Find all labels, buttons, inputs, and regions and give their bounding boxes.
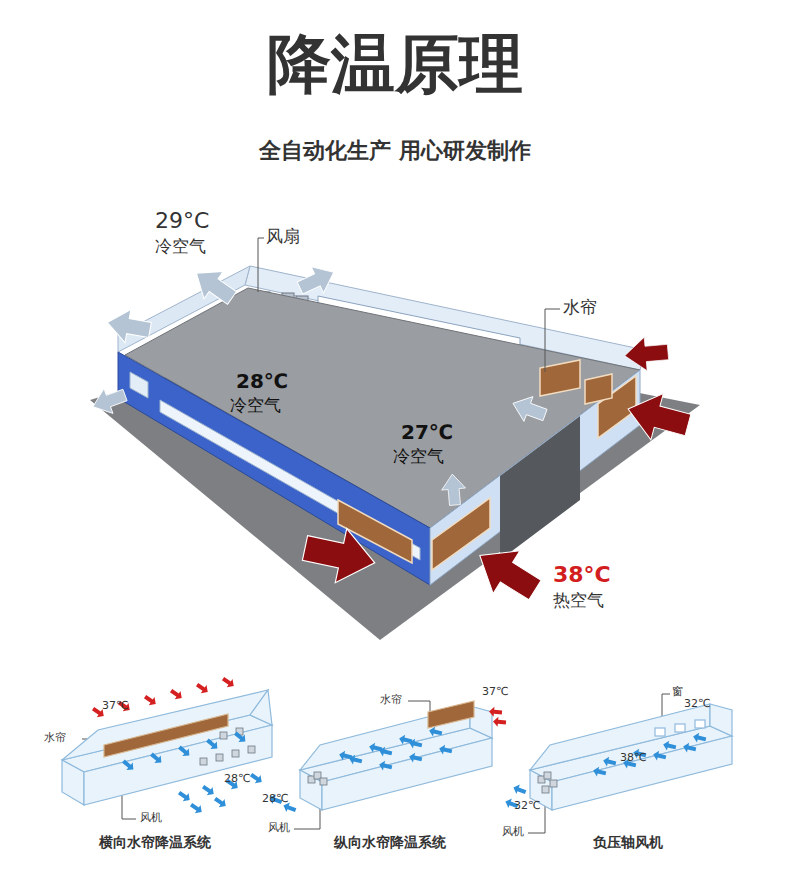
annotation: 水帘 bbox=[380, 694, 402, 707]
annotation: 风机 bbox=[268, 822, 290, 835]
annotation: 窗 bbox=[672, 686, 683, 699]
small-arrows bbox=[90, 674, 707, 816]
axial-fan-system bbox=[530, 704, 732, 810]
annotation: 冷空气 bbox=[393, 447, 444, 467]
annotation: 28℃ bbox=[236, 370, 288, 393]
annotation: 冷空气 bbox=[155, 237, 206, 257]
annotation: 29°C bbox=[155, 208, 209, 233]
annotation: 热空气 bbox=[553, 591, 604, 611]
door bbox=[500, 416, 580, 560]
annotation: 28℃ bbox=[262, 793, 288, 806]
annotation: 28℃ bbox=[224, 773, 250, 786]
title: 降温原理 bbox=[0, 28, 790, 102]
system-caption: 横向水帘降温系统 bbox=[99, 834, 211, 850]
subtitle: 全自动化生产 用心研发制作 bbox=[259, 138, 531, 163]
annotation: 38℃ bbox=[620, 752, 646, 765]
annotation: 风扇 bbox=[266, 227, 300, 247]
annotation: 水帘 bbox=[44, 732, 66, 745]
gable-wall bbox=[430, 370, 640, 585]
horizontal-system bbox=[62, 690, 272, 805]
small-fans bbox=[200, 728, 557, 793]
cold-air-arrows bbox=[88, 259, 549, 506]
annotation: 37℃ bbox=[482, 686, 508, 699]
annotation: 风机 bbox=[502, 826, 524, 839]
front-wall bbox=[118, 352, 430, 585]
system-caption: 纵向水帘降温系统 bbox=[334, 834, 446, 850]
longitudinal-system bbox=[300, 701, 492, 810]
annotation: 水帘 bbox=[563, 298, 597, 318]
hot-air-arrows bbox=[299, 335, 694, 611]
annotation: 38°C bbox=[553, 562, 611, 587]
annotation: 27℃ bbox=[401, 421, 453, 444]
system-caption: 负压轴风机 bbox=[593, 834, 663, 850]
annotation: 32℃ bbox=[514, 800, 540, 813]
annotation: 32℃ bbox=[684, 698, 710, 711]
annotation: 风机 bbox=[140, 812, 162, 825]
annotation: 37℃ bbox=[102, 700, 128, 713]
annotation: 冷空气 bbox=[230, 396, 281, 416]
